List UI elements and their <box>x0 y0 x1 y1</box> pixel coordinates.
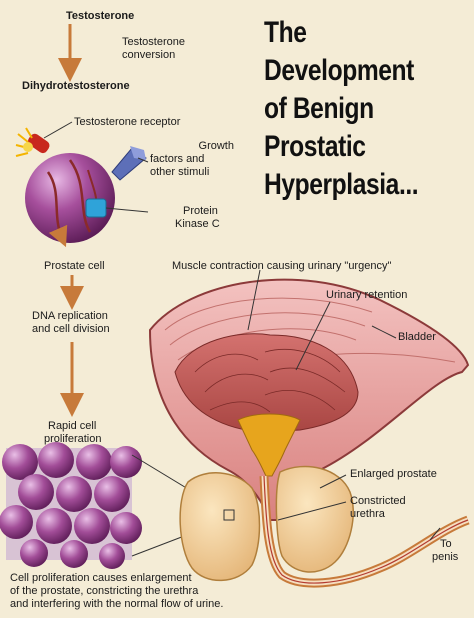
label-growth-2: factors and <box>150 153 205 165</box>
label-dna-2: and cell division <box>32 323 110 335</box>
label-constricted-1: Constricted <box>350 495 406 507</box>
cell-cluster <box>0 442 227 569</box>
label-testosterone: Testosterone <box>66 10 135 22</box>
title-line-2: Development <box>264 54 414 87</box>
label-constricted-2: urethra <box>350 508 385 520</box>
receptor-icon <box>15 127 50 157</box>
label-growth-3: other stimuli <box>150 166 210 178</box>
label-growth-1: Growth <box>198 140 234 152</box>
title-line-5: Hyperplasia... <box>264 168 419 201</box>
caption-line-3: and interfering with the normal flow of … <box>10 598 224 610</box>
label-protein-kinase-1: Protein <box>183 205 218 217</box>
label-prostate-cell: Prostate cell <box>44 260 105 272</box>
label-dna-1: DNA replication <box>32 310 108 322</box>
label-conversion-2: conversion <box>122 49 176 61</box>
caption-line-1: Cell proliferation causes enlargement <box>10 572 192 584</box>
growth-factor-icon <box>111 146 147 181</box>
title-line-1: The <box>264 16 307 49</box>
label-muscle-contraction: Muscle contraction causing urinary "urge… <box>172 260 392 272</box>
caption: Cell proliferation causes enlargement of… <box>10 572 310 611</box>
title-line-3: of Benign <box>264 92 374 125</box>
label-urinary-retention: Urinary retention <box>326 289 408 301</box>
prostate-cell <box>25 153 115 248</box>
label-rapid-2: proliferation <box>44 433 102 445</box>
title-line-4: Prostatic <box>264 130 366 163</box>
bladder <box>148 278 470 521</box>
prostate-gland <box>179 465 354 582</box>
label-dihydrotestosterone: Dihydrotestosterone <box>22 80 130 92</box>
label-conversion-1: Testosterone <box>122 36 185 48</box>
label-to: To <box>440 538 452 550</box>
label-testosterone-receptor: Testosterone receptor <box>74 116 181 128</box>
diagram-title: The Development of Benign Prostatic Hype… <box>264 14 432 204</box>
leader-lines-right <box>247 269 441 541</box>
protein-kinase-icon <box>85 198 107 218</box>
label-protein-kinase-2: Kinase C <box>175 218 220 230</box>
caption-line-2: of the prostate, constricting the urethr… <box>10 585 199 597</box>
urethra <box>259 475 470 588</box>
label-bladder: Bladder <box>398 331 436 343</box>
label-penis: penis <box>432 551 459 563</box>
leader-lines-left <box>43 121 149 213</box>
process-arrows <box>58 24 84 417</box>
label-rapid-1: Rapid cell <box>48 420 97 432</box>
label-enlarged-prostate: Enlarged prostate <box>350 468 437 480</box>
